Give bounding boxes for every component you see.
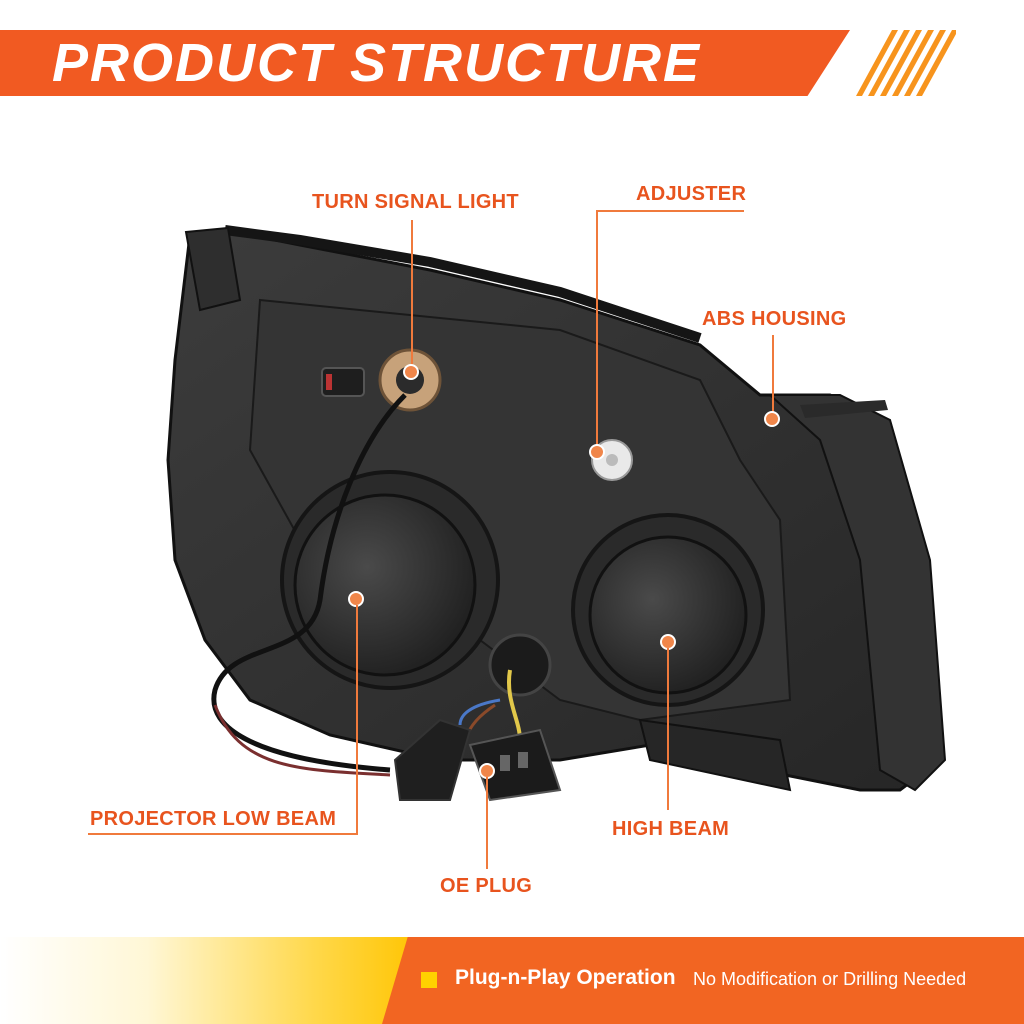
stripes-decoration xyxy=(856,30,956,96)
leader-high-beam xyxy=(667,648,669,810)
leader-abs-housing xyxy=(772,335,774,413)
marker-adjuster xyxy=(589,444,605,460)
leader-adjuster xyxy=(596,210,744,212)
leader-turn-signal xyxy=(411,220,413,370)
footer-feature: Plug-n-Play Operation xyxy=(455,966,676,989)
bullet-square-icon xyxy=(421,972,437,988)
leader-adjuster-v xyxy=(596,210,598,450)
footer-yellow-band xyxy=(0,937,420,1024)
footer-orange-band xyxy=(382,937,1024,1024)
callout-oe-plug: OE PLUG xyxy=(440,875,533,897)
leader-oe-plug xyxy=(486,777,488,869)
leader-projector-low-beam-h xyxy=(88,833,358,835)
marker-abs-housing xyxy=(764,411,780,427)
leader-projector-low-beam xyxy=(356,605,358,835)
marker-turn-signal xyxy=(403,364,419,380)
callout-abs-housing: ABS HOUSING xyxy=(702,308,847,330)
page-title: PRODUCT STRUCTURE xyxy=(52,33,701,93)
callout-projector-low-beam: PROJECTOR LOW BEAM xyxy=(90,808,337,830)
footer-note: No Modification or Drilling Needed xyxy=(693,969,967,989)
callout-turn-signal: TURN SIGNAL LIGHT xyxy=(312,191,519,213)
callout-high-beam: HIGH BEAM xyxy=(612,818,730,840)
header-banner xyxy=(0,30,850,96)
callout-adjuster: ADJUSTER xyxy=(636,183,747,205)
